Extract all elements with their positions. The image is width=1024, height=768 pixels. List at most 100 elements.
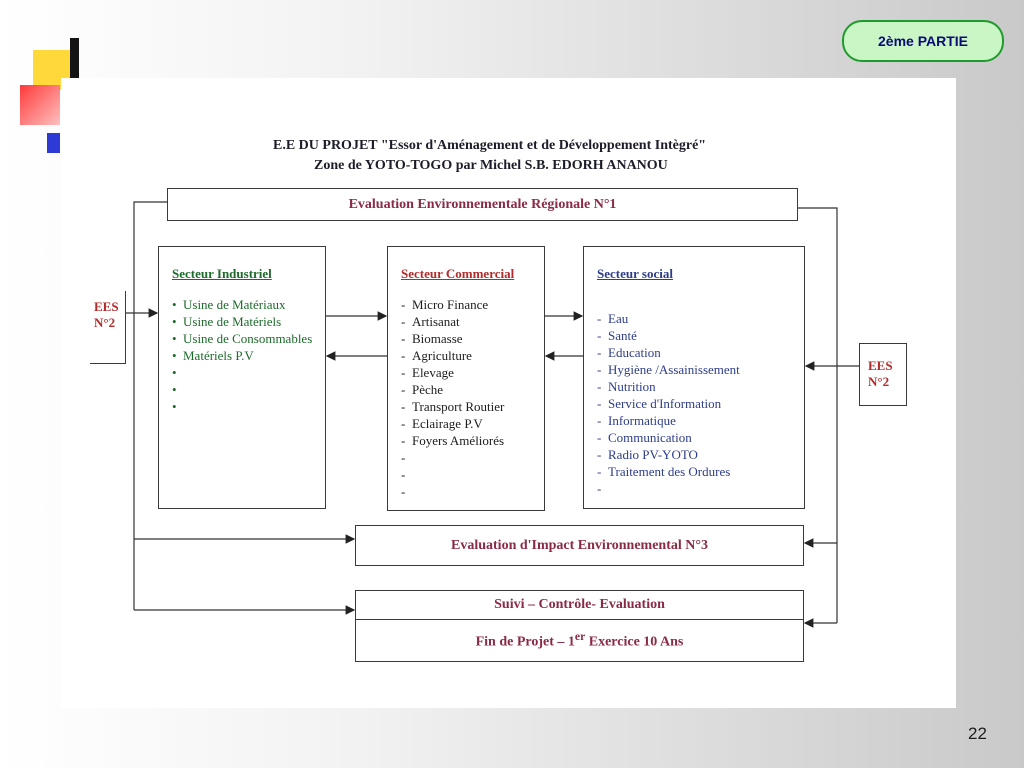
left-loop-line	[133, 201, 167, 610]
eval-impact-box: Evaluation d'Impact Environnemental N°3	[355, 525, 804, 566]
list-item-text: Artisanat	[412, 314, 460, 329]
list-item-text: Communication	[608, 430, 692, 445]
list-marker: -	[401, 297, 406, 312]
list-marker: -	[401, 348, 406, 363]
section-badge: 2ème PARTIE	[842, 20, 1004, 62]
sector-industriel-item: •Usine de Matériels	[172, 313, 325, 330]
sector-commercial-item: -Artisanat	[401, 313, 544, 330]
ees-right-line1: EES	[868, 358, 893, 373]
list-item-text: Education	[608, 345, 661, 360]
list-marker: -	[597, 328, 602, 343]
list-item-text: Transport Routier	[412, 399, 505, 414]
fin-projet-suffix: Exercice 10 Ans	[585, 634, 684, 650]
sector-social-item: -Hygiène /Assainissement	[597, 361, 804, 378]
list-marker: -	[401, 467, 406, 482]
sector-commercial-title: Secteur Commercial	[401, 266, 515, 281]
ees-left-line1: EES	[94, 299, 119, 314]
list-marker: -	[401, 314, 406, 329]
sector-industriel-item: • Matériels P.V	[172, 347, 325, 364]
connector-lines	[126, 201, 859, 628]
sector-industriel-title: Secteur Industriel	[172, 266, 272, 281]
list-marker: -	[597, 481, 602, 496]
list-item-text: Usine de Matériaux	[183, 297, 286, 312]
sector-industriel-item: •	[172, 381, 325, 398]
fin-projet-label: Fin de Projet – 1er Exercice 10 Ans	[476, 630, 684, 651]
ees-right-line2: N°2	[868, 374, 890, 389]
sector-industriel-item: •	[172, 398, 325, 415]
sector-commercial-item: -Biomasse	[401, 330, 544, 347]
list-item-text: Eau	[608, 311, 629, 326]
list-marker: -	[401, 450, 406, 465]
sector-industriel-item: • Usine de Consommables	[172, 330, 325, 347]
sector-social-item: -Santé	[597, 327, 804, 344]
list-item-text: Pèche	[412, 382, 444, 397]
sector-commercial-item: -	[401, 466, 544, 483]
list-item-text: Hygiène /Assainissement	[608, 362, 740, 377]
list-marker: -	[597, 464, 602, 479]
list-marker: -	[597, 362, 602, 377]
sector-social-item: -Education	[597, 344, 804, 361]
sector-social-item: -Communication	[597, 429, 804, 446]
list-marker: -	[597, 430, 602, 445]
list-marker: -	[401, 484, 406, 499]
sector-social-item: -Service d'Information	[597, 395, 804, 412]
list-marker: -	[401, 382, 406, 397]
list-marker: -	[401, 416, 406, 431]
list-item-text: Usine de Consommables	[183, 331, 313, 346]
ees-right-label: EES N°2	[859, 343, 907, 406]
list-item-text: Traitement des Ordures	[608, 464, 731, 479]
fin-projet-prefix: Fin de Projet – 1	[475, 634, 575, 650]
ees-left-line2: N°2	[94, 315, 116, 330]
sector-commercial-item: -Pèche	[401, 381, 544, 398]
list-marker: -	[597, 447, 602, 462]
sector-commercial-item: -Foyers Améliorés	[401, 432, 544, 449]
document-title-line-2: Zone de YOTO-TOGO par Michel S.B. EDORH …	[314, 158, 668, 173]
list-marker: •	[172, 297, 177, 312]
sector-commercial-item: -Transport Routier	[401, 398, 544, 415]
sector-social-item: -Traitement des Ordures	[597, 463, 804, 480]
list-marker: •	[172, 365, 177, 380]
list-item-text: Nutrition	[608, 379, 656, 394]
list-item-text: Agriculture	[412, 348, 472, 363]
list-marker: -	[597, 396, 602, 411]
sector-social-item: -Eau	[597, 310, 804, 327]
list-marker: -	[401, 331, 406, 346]
sector-social-list: -Eau-Santé-Education-Hygiène /Assainisse…	[597, 310, 804, 497]
sector-social-box: Secteur social -Eau-Santé-Education-Hygi…	[583, 246, 805, 509]
eval-regional-box: Evaluation Environnementale Régionale N°…	[167, 188, 798, 221]
decorative-red-square	[20, 85, 60, 125]
sector-social-item: -Informatique	[597, 412, 804, 429]
list-item-text: Informatique	[608, 413, 676, 428]
list-marker: -	[401, 433, 406, 448]
eval-impact-label: Evaluation d'Impact Environnemental N°3	[451, 537, 708, 553]
list-marker: -	[401, 365, 406, 380]
list-marker: •	[172, 331, 177, 346]
sector-commercial-item: -Eclairage P.V	[401, 415, 544, 432]
list-marker: •	[172, 348, 177, 363]
list-item-text: Foyers Améliorés	[412, 433, 505, 448]
sector-social-item: -	[597, 480, 804, 497]
decorative-blue-square	[47, 133, 60, 153]
list-item-text: Matériels P.V	[183, 348, 254, 363]
sector-commercial-item: -Elevage	[401, 364, 544, 381]
sector-commercial-item: -	[401, 449, 544, 466]
list-marker: -	[597, 379, 602, 394]
list-item-text: Eclairage P.V	[412, 416, 483, 431]
eval-regional-label: Evaluation Environnementale Régionale N°…	[348, 196, 617, 212]
sector-industriel-item: • Usine de Matériaux	[172, 296, 325, 313]
sector-industriel-list: •Usine de Matériaux•Usine de Matériels•U…	[172, 296, 325, 415]
right-loop-line	[798, 207, 838, 623]
page-number: 22	[968, 724, 987, 743]
list-marker: -	[597, 413, 602, 428]
suivi-label: Suivi – Contrôle- Evaluation	[494, 597, 665, 612]
sector-social-item: -Radio PV-YOTO	[597, 446, 804, 463]
fin-projet-box: Fin de Projet – 1er Exercice 10 Ans	[355, 619, 804, 662]
list-marker: •	[172, 399, 177, 414]
sector-social-item: -Nutrition	[597, 378, 804, 395]
sector-commercial-item: -Agriculture	[401, 347, 544, 364]
list-item-text: Usine de Matériels	[183, 314, 282, 329]
ees-left-label: EES N°2	[90, 291, 126, 364]
list-item-text: Biomasse	[412, 331, 463, 346]
sector-commercial-box: Secteur Commercial -Micro Finance-Artisa…	[387, 246, 545, 511]
list-item-text: Service d'Information	[608, 396, 722, 411]
